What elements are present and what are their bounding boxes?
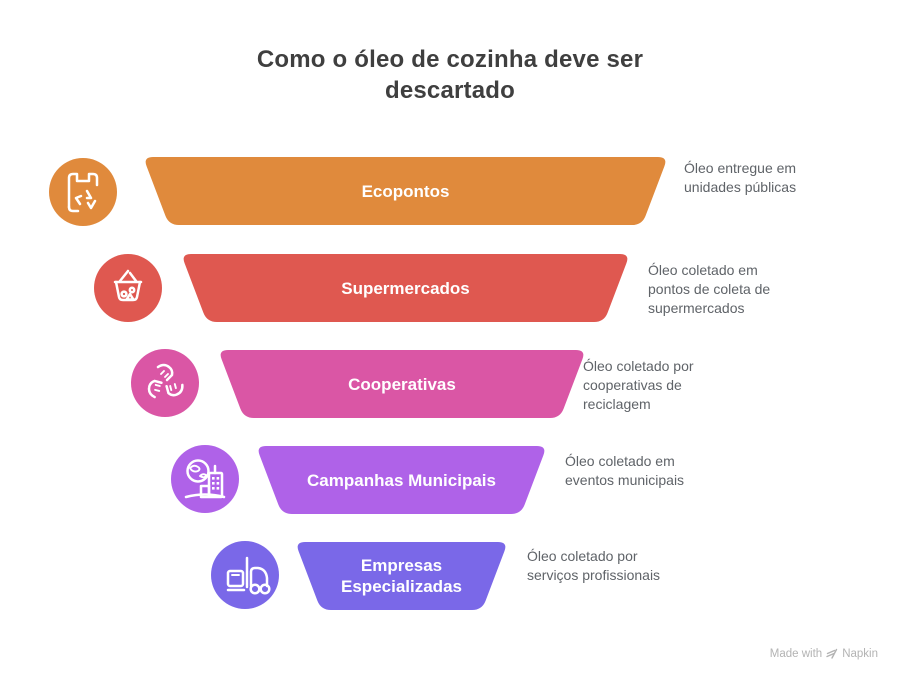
funnel-level-3-description: Óleo coletado por cooperativas de recicl…	[583, 358, 694, 412]
napkin-logo-icon	[826, 648, 838, 659]
funnel-level-2-label: Supermercados	[341, 278, 470, 298]
shopping-basket-icon	[94, 254, 162, 322]
globe-building-icon	[171, 445, 239, 513]
funnel-level-4-description: Óleo coletado em eventos municipais	[565, 453, 685, 488]
funnel-level-1	[145, 157, 666, 225]
funnel-level-4	[258, 446, 545, 514]
funnel-level-5-label: Empresas Especializadas	[341, 556, 462, 596]
funnel-level-2-description: Óleo coletado em pontos de coleta de sup…	[648, 262, 771, 316]
funnel-level-4-label: Campanhas Municipais	[307, 470, 496, 490]
hands-together-icon	[131, 349, 199, 417]
funnel-level-2	[183, 254, 628, 322]
recycling-bag-icon	[49, 158, 117, 226]
funnel-level-3-label: Cooperativas	[348, 374, 456, 394]
funnel-level-1-label: Ecopontos	[361, 181, 450, 201]
forklift-icon	[211, 541, 279, 609]
funnel-level-5	[297, 542, 506, 610]
watermark-prefix: Made with	[769, 648, 823, 660]
watermark-brand: Napkin	[842, 648, 878, 660]
funnel-level-3	[220, 350, 584, 418]
page-title: Como o óleo de cozinha deve ser descarta…	[256, 46, 644, 104]
funnel-level-1-description: Óleo entregue em unidades públicas	[684, 160, 797, 195]
funnel-level-5-description: Óleo coletado por serviços profissionais	[527, 548, 661, 583]
watermark: Made with Napkin	[770, 648, 878, 660]
